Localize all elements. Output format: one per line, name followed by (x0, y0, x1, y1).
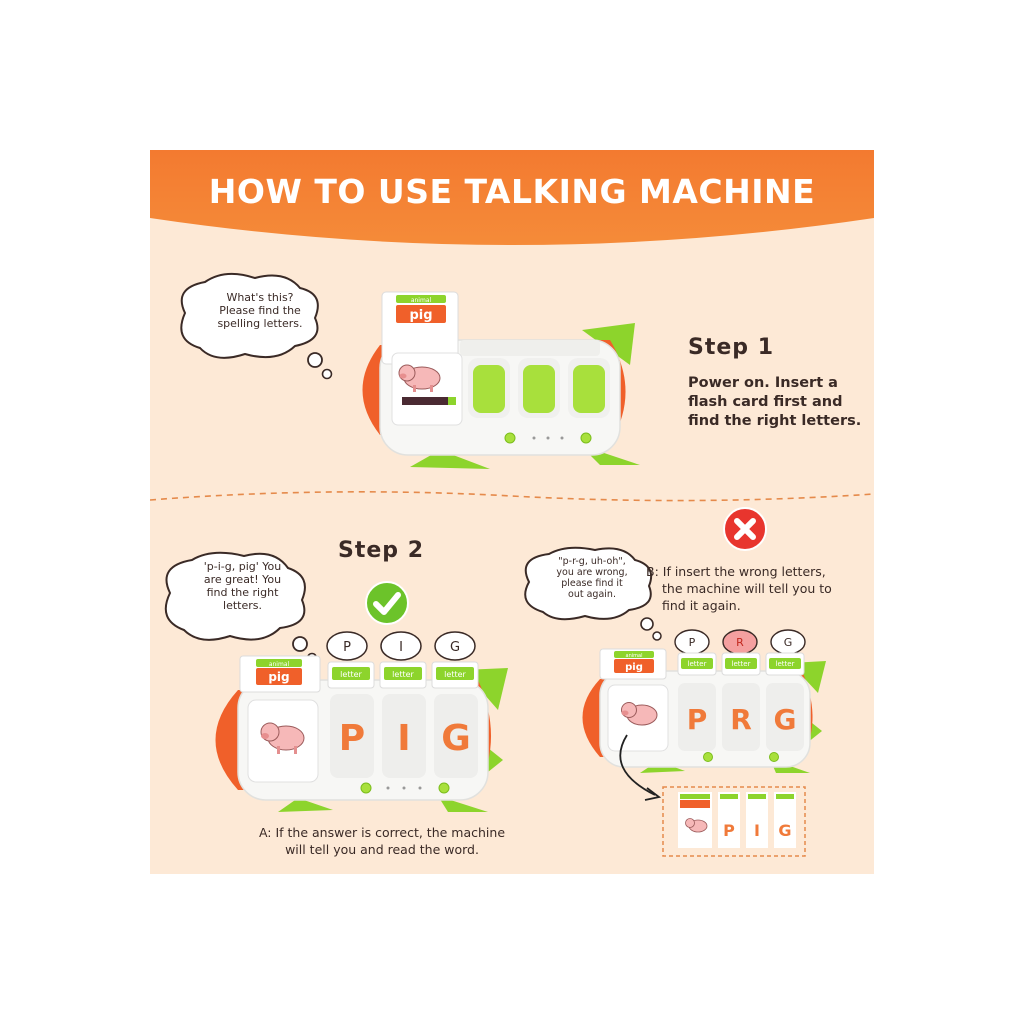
step1-description: Power on. Insert a flash card first and … (688, 374, 868, 431)
slot-label: letter (732, 660, 751, 668)
pig-icon (621, 702, 658, 726)
caption-line: the machine will tell you to (662, 581, 832, 596)
inset-letter: G (778, 821, 791, 840)
cloud-letter: G (784, 636, 793, 649)
slot-label: letter (340, 670, 362, 679)
arrow-icon (619, 734, 662, 801)
cross-icon (723, 507, 767, 551)
description-line: Power on. Insert a (688, 375, 838, 391)
cloud-letter: P (689, 636, 696, 649)
slot-label: letter (444, 670, 466, 679)
check-icon (365, 581, 409, 625)
pig-icon (685, 818, 708, 833)
caption-correct: A: If the answer is correct, the machine… (222, 824, 542, 858)
inset-letter: P (723, 821, 735, 840)
tile-letter: P (339, 718, 365, 759)
tile-letter: P (687, 703, 708, 736)
tile-letter: G (774, 703, 797, 736)
talking-machine-step1: animal pig (362, 291, 640, 469)
caption-line: find it again. (662, 598, 741, 613)
card-word: pig (625, 662, 643, 673)
bubble-line: please find it (561, 578, 623, 589)
card-category: animal (411, 297, 432, 304)
pig-icon (260, 722, 305, 754)
correct-bubble-text: 'p-i-g, pig' You are great! You find the… (175, 560, 310, 612)
caption-line: B: If insert the wrong letters, (646, 564, 826, 579)
title-banner (150, 150, 874, 245)
caption-line: will tell you and read the word. (285, 842, 479, 857)
slot-label: letter (776, 660, 795, 668)
inset-letter: I (754, 821, 760, 840)
caption-wrong: B: If insert the wrong letters, the mach… (646, 563, 868, 614)
card-category: animal (626, 653, 643, 659)
cloud-letter: P (343, 640, 351, 655)
talking-machine-correct: animal pig letter letter letter P I G (215, 655, 508, 812)
dashed-divider (150, 491, 874, 502)
pig-icon (398, 364, 441, 392)
slot-label: letter (392, 670, 414, 679)
bubble-line: spelling letters. (217, 317, 303, 330)
correct-cards-inset: P I G (662, 786, 806, 857)
slot-label: letter (688, 660, 707, 668)
bubble-line: 'p-i-g, pig' You (203, 560, 282, 573)
instruction-panel: HOW TO USE TALKING MACHINE What's this? … (150, 150, 874, 874)
bubble-line: "p-r-g, uh-oh", (558, 556, 626, 567)
step1-speech-bubble (180, 272, 333, 380)
page-title: HOW TO USE TALKING MACHINE (208, 172, 816, 211)
bubble-line: letters. (223, 599, 262, 612)
card-word: pig (409, 308, 432, 323)
wrong-bubble-text: "p-r-g, uh-oh", you are wrong, please fi… (532, 556, 652, 600)
bubble-line: Please find the (219, 304, 301, 317)
correct-letter-clouds: P I G (326, 631, 476, 661)
step2-heading: Step 2 (338, 538, 424, 563)
talking-machine-wrong: animal pig letter letter letter P R G (582, 648, 826, 773)
tile-letter: R (730, 703, 752, 736)
wrong-speech-bubble (524, 546, 662, 641)
bubble-line: out again. (568, 589, 616, 600)
caption-line: A: If the answer is correct, the machine (258, 825, 506, 840)
step1-heading: Step 1 (688, 335, 774, 360)
description-line: flash card first and (688, 394, 843, 410)
tile-letter: G (441, 718, 471, 759)
bubble-line: What's this? (226, 291, 294, 304)
card-category: animal (269, 661, 290, 668)
cloud-letter: G (450, 640, 460, 655)
tile-letter: I (397, 718, 410, 759)
cloud-letter: R (736, 636, 744, 649)
step1-bubble-text: What's this? Please find the spelling le… (190, 291, 330, 330)
cloud-letter: I (399, 640, 403, 655)
bubble-line: find the right (206, 586, 279, 599)
bubble-line: are great! You (203, 573, 282, 586)
description-line: find the right letters. (688, 413, 862, 429)
card-word: pig (268, 670, 289, 684)
bubble-line: you are wrong, (556, 567, 628, 578)
